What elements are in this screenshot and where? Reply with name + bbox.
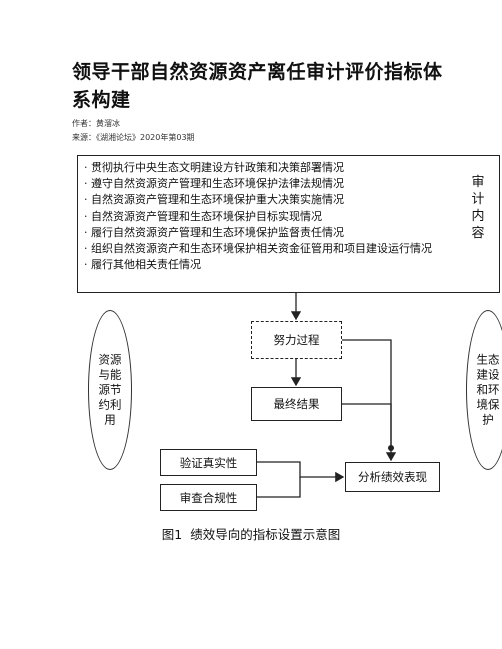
title-line-2: 系构建 bbox=[72, 89, 131, 111]
line-verify-to-analyze bbox=[257, 461, 345, 483]
document-title: 领导干部自然资源资产离任审计评价指标体 系构建 bbox=[72, 58, 443, 114]
title-line-1: 领导干部自然资源资产离任审计评价指标体 bbox=[72, 61, 443, 83]
ecological-protection-ellipse: 生态 建设 和环 境保 护 bbox=[466, 310, 502, 470]
final-result-box: 最终结果 bbox=[251, 387, 342, 421]
audit-content-list: · 贯彻执行中央生态文明建设方针政策和决策部署情况 · 遵守自然资源资产管理和生… bbox=[84, 160, 432, 273]
ellipse-text: 源节 bbox=[98, 382, 122, 397]
junction-dot bbox=[388, 445, 394, 451]
figure-caption: 图1 绩效导向的指标设置示意图 bbox=[0, 524, 502, 543]
content-item: · 组织自然资源资产和生态环境保护相关资金征管用和项目建设运行情况 bbox=[84, 242, 432, 256]
line-final-to-analyze bbox=[342, 403, 392, 448]
caption-number: 图1 bbox=[161, 527, 183, 542]
review-compliance-box: 审查合规性 bbox=[160, 484, 257, 511]
ellipse-text: 资源 bbox=[98, 352, 122, 367]
content-item: · 履行其他相关责任情况 bbox=[84, 258, 201, 272]
ellipse-text: 护 bbox=[482, 412, 494, 427]
content-item: · 履行自然资源资产管理和生态环境保护监督责任情况 bbox=[84, 225, 344, 239]
resource-conservation-ellipse: 资源 与能 源节 约利 用 bbox=[88, 310, 132, 470]
ellipse-text: 生态 bbox=[476, 352, 500, 367]
label-char: 内 bbox=[471, 209, 485, 224]
audit-content-box: · 贯彻执行中央生态文明建设方针政策和决策部署情况 · 遵守自然资源资产管理和生… bbox=[77, 155, 500, 293]
content-item: · 自然资源资产管理和生态环境保护重大决策实施情况 bbox=[84, 193, 344, 207]
analyze-performance-box: 分析绩效表现 bbox=[345, 462, 440, 492]
audit-content-label: 审 计 内 容 bbox=[470, 174, 486, 242]
verify-authenticity-box: 验证真实性 bbox=[160, 449, 257, 476]
ellipse-text: 境保 bbox=[476, 397, 500, 412]
label-char: 审 bbox=[471, 175, 485, 190]
label-char: 容 bbox=[471, 226, 485, 241]
ellipse-text: 建设 bbox=[476, 367, 500, 382]
ellipse-text: 和环 bbox=[476, 382, 500, 397]
caption-text: 绩效导向的指标设置示意图 bbox=[190, 527, 341, 542]
author-line: 作者：黄溜冰 bbox=[72, 119, 120, 128]
content-item: · 贯彻执行中央生态文明建设方针政策和决策部署情况 bbox=[84, 161, 344, 174]
ellipse-text: 约利 bbox=[98, 397, 122, 412]
effort-process-box: 努力过程 bbox=[251, 321, 342, 359]
label-char: 计 bbox=[471, 192, 485, 207]
content-item: · 遵守自然资源资产管理和生态环境保护法律法规情况 bbox=[84, 177, 344, 191]
content-item: · 自然资源资产管理和生态环境保护目标实现情况 bbox=[84, 209, 322, 223]
ellipse-text: 与能 bbox=[98, 367, 122, 382]
line-comply-to-analyze bbox=[257, 477, 301, 498]
ellipse-text: 用 bbox=[104, 412, 116, 427]
line-effort-to-analyze bbox=[342, 339, 392, 448]
source-line: 来源：《湖湘论坛》2020年第03期 bbox=[72, 133, 195, 142]
